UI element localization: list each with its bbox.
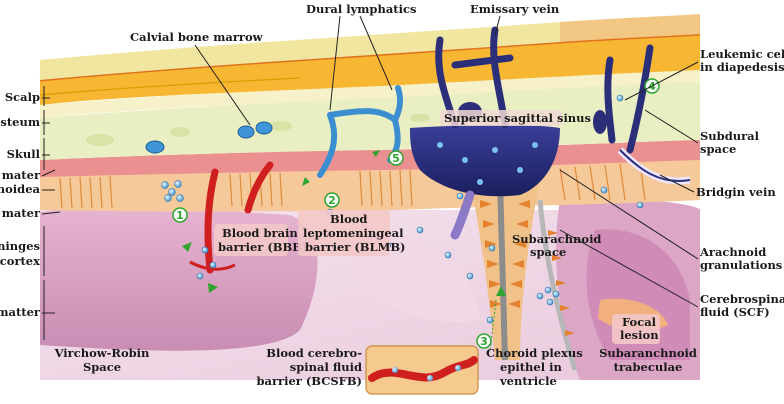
label-csf-1: Cerebrospinal bbox=[700, 292, 784, 306]
label-bbb-1: Blood brain bbox=[222, 226, 298, 240]
label-trab-1: Subaranchnoid bbox=[599, 346, 697, 360]
label-bridgin-vein: Bridgin vein bbox=[696, 185, 776, 199]
top-labels: Calvial bone marrow Dural lymphatics Emi… bbox=[130, 2, 560, 44]
bcsfb-inset bbox=[365, 345, 479, 395]
label-dural-lymphatics: Dural lymphatics bbox=[306, 2, 416, 16]
right-leaders bbox=[559, 61, 699, 308]
dotted-path bbox=[489, 299, 497, 353]
arachnoid-trabeculae bbox=[59, 162, 646, 209]
label-bcsfb-3: barrier (BCSFB) bbox=[256, 374, 362, 388]
label-vr-1: Virchow-Robin bbox=[54, 346, 150, 360]
badge-2: 2 bbox=[328, 194, 336, 207]
label-focal-1: Focal bbox=[622, 315, 657, 329]
label-leukemic-2: in diapedesis bbox=[700, 60, 784, 74]
right-trabeculae bbox=[548, 230, 575, 336]
bottom-labels: Virchow-Robin Space Blood cerebro- spina… bbox=[54, 346, 697, 388]
label-blmb-2: leptomeningeal bbox=[303, 226, 404, 240]
label-leptomeninges: Leptomeninges bbox=[0, 239, 40, 253]
label-choroid-2: epithel in bbox=[500, 360, 562, 374]
bcsfb-vessel bbox=[368, 356, 478, 382]
label-subarachnoid-1: Subarachnoid bbox=[512, 232, 601, 246]
badge-4: 4 bbox=[648, 80, 656, 93]
scalp bbox=[40, 34, 700, 105]
bcsfb-cells bbox=[392, 365, 461, 381]
label-csf-2: fluid (SCF) bbox=[700, 305, 770, 319]
label-choroid-1: Choroid plexus bbox=[486, 346, 583, 360]
cortical-vessels bbox=[204, 161, 274, 274]
bone-marrow-cells bbox=[145, 121, 273, 154]
left-leaders bbox=[41, 97, 61, 314]
right-labels: Leukemic cell in diapedesis Subdural spa… bbox=[696, 47, 784, 319]
label-blmb-3: barrier (BLMB) bbox=[305, 240, 406, 254]
number-badges: 1 2 3 4 5 bbox=[172, 78, 660, 349]
sulcus-line bbox=[497, 179, 508, 361]
left-labels: Scalp Periosteum Skull Dura mater Pia ar… bbox=[0, 90, 41, 319]
label-pia-mater: Pia mater bbox=[0, 206, 41, 220]
label-skull: Skull bbox=[7, 147, 41, 161]
label-choroid-3: ventricle bbox=[499, 374, 557, 388]
label-blmb-1: Blood bbox=[330, 212, 367, 226]
capillary bbox=[189, 260, 236, 271]
skin-surface bbox=[40, 22, 560, 80]
superior-sagittal-sinus bbox=[410, 124, 560, 197]
label-scalp: Scalp bbox=[5, 90, 40, 104]
label-bcsfb-1: Blood cerebro- bbox=[266, 346, 362, 360]
label-vr-2: Space bbox=[83, 360, 121, 374]
label-arachnoid-2: granulations bbox=[700, 258, 782, 272]
label-white-matter: White matter bbox=[0, 305, 41, 319]
label-focal-2: lesion bbox=[620, 328, 659, 342]
badge-1: 1 bbox=[176, 209, 184, 222]
label-arachnoid-1: Arachnoid bbox=[699, 245, 766, 259]
label-bbb-2: barrier (BBB) bbox=[218, 240, 307, 254]
top-leaders bbox=[194, 15, 501, 126]
badge-5: 5 bbox=[392, 152, 400, 165]
label-bcsfb-2: spinal fluid bbox=[290, 360, 362, 374]
label-trab-2: trabeculae bbox=[614, 360, 683, 374]
badge-3: 3 bbox=[480, 335, 488, 348]
scalp-squiggle bbox=[39, 77, 301, 96]
label-superior-sagittal-sinus: Superior sagittal sinus bbox=[444, 111, 591, 125]
choroid-plexus-fronds bbox=[480, 200, 530, 308]
label-periosteum: Periosteum bbox=[0, 115, 40, 129]
right-sulcus bbox=[537, 199, 578, 371]
label-subarachnoid-2: space bbox=[530, 245, 566, 259]
label-subdural-1: Subdural bbox=[700, 129, 760, 143]
migration-arrows bbox=[182, 150, 506, 296]
pial-vessel bbox=[450, 190, 475, 240]
label-leukemic-1: Leukemic cell bbox=[700, 47, 784, 61]
label-cerebral-cortex: Cerebral cortex bbox=[0, 254, 40, 268]
label-calvial-bone-marrow: Calvial bone marrow bbox=[130, 30, 264, 44]
periosteum bbox=[40, 68, 700, 118]
sinus-cells bbox=[437, 142, 538, 185]
label-emissary-vein: Emissary vein bbox=[470, 2, 560, 16]
label-subdural-2: space bbox=[700, 142, 736, 156]
skin-right bbox=[560, 14, 700, 42]
skull-texture bbox=[86, 114, 430, 146]
bridging-vein-edge bbox=[619, 149, 691, 182]
label-pia-arachnoidea: Pia arachnoidea bbox=[0, 182, 41, 196]
label-dura: Dura mater bbox=[0, 168, 41, 182]
inner-labels: Superior sagittal sinus Subarachnoid spa… bbox=[214, 110, 660, 344]
